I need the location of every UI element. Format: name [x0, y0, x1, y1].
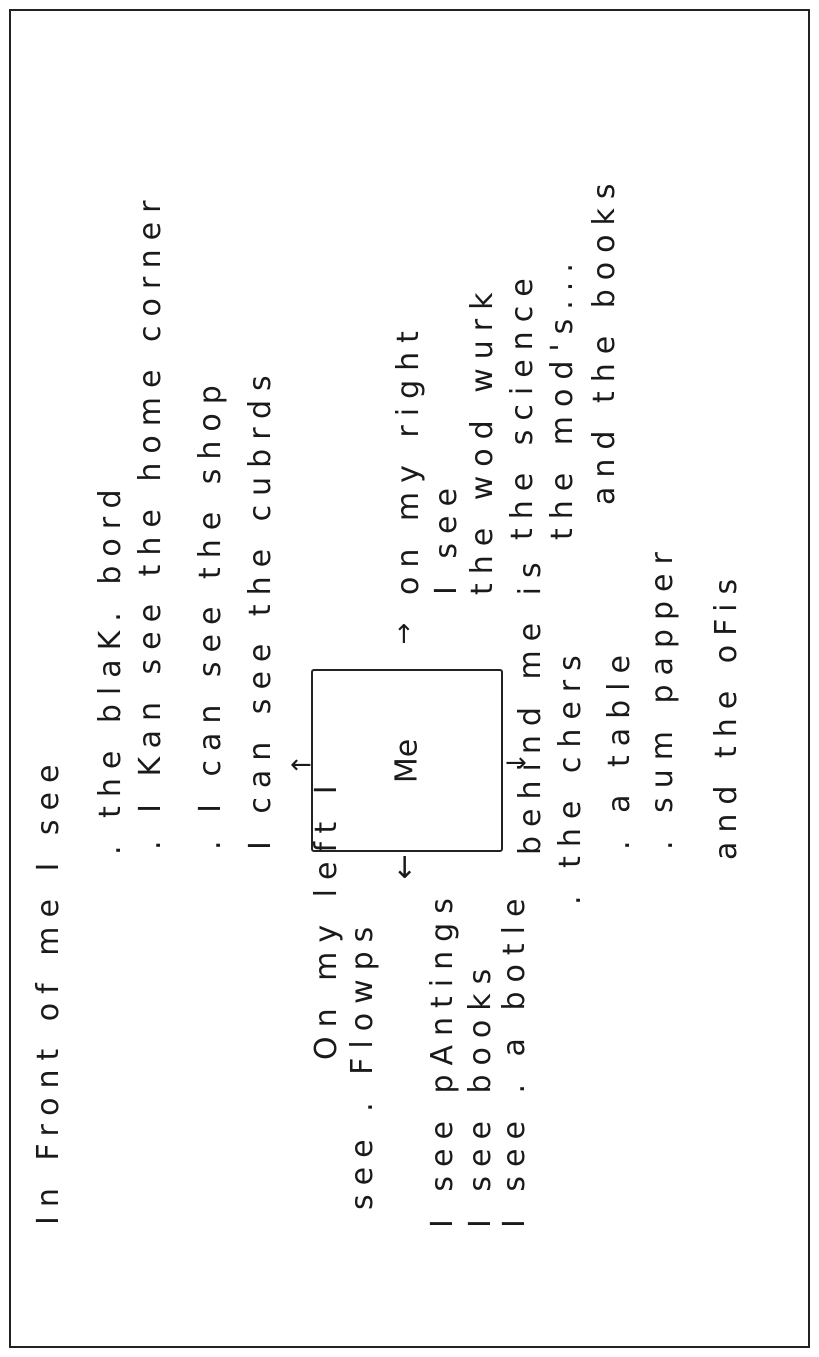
front-line-4: . I can see the shop: [193, 376, 228, 850]
behind-line-2: . the chers: [553, 646, 588, 905]
left-line-4: I see books: [463, 959, 498, 1228]
behind-line-1: behind me is: [513, 553, 548, 855]
right-line-4: the science: [505, 269, 540, 540]
front-line-1: In Front of me I see: [31, 755, 66, 1225]
left-line-3: I see pAntings: [425, 889, 460, 1228]
behind-line-3: . a table: [602, 646, 637, 850]
me-label: Me: [389, 738, 425, 783]
behind-line-4: . sum papper: [645, 543, 680, 850]
right-line-6: and the books: [587, 174, 622, 505]
left-line-2: see . Flowps: [345, 917, 380, 1210]
front-line-2: . the blaK. bord: [93, 480, 128, 855]
right-line-5: the mod's...: [545, 254, 580, 540]
arrow-left-icon: ↓: [392, 851, 418, 886]
behind-line-5: and the oFis: [709, 569, 744, 860]
arrow-right-icon: ↑: [393, 620, 415, 650]
arrow-down-icon: →: [505, 748, 527, 778]
arrow-up-icon: ←: [290, 750, 312, 780]
front-line-5: I can see the cubrds: [243, 366, 278, 850]
worksheet-page: [9, 9, 810, 1348]
right-line-1: on my right: [391, 322, 426, 595]
right-line-3: the wod wurk: [465, 283, 500, 596]
left-line-5: I see . a botle: [497, 889, 532, 1228]
right-line-2: I see: [429, 479, 464, 595]
me-box: Me: [311, 669, 503, 852]
front-line-3: . I Kan see the home corner: [133, 191, 168, 850]
